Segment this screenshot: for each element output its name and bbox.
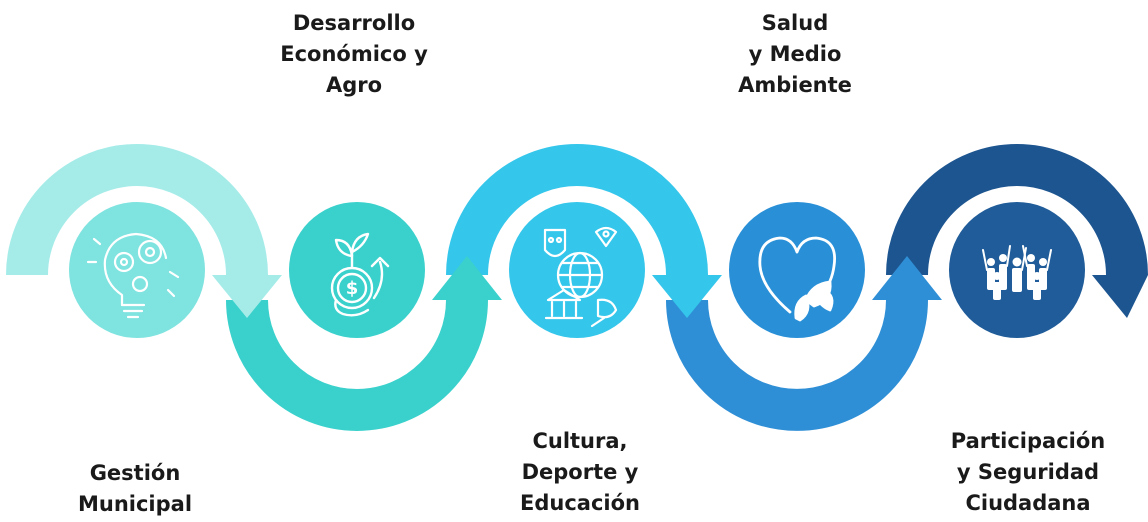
step-label-line: Deporte y (521, 460, 639, 484)
step-circle-desarrollo (289, 202, 425, 338)
flow-arc-3 (446, 144, 708, 276)
step-label-line: Cultura, (532, 429, 628, 453)
arrow-head-2 (432, 256, 502, 300)
step-label-desarrollo: Desarrollo Económico y Agro (280, 8, 428, 101)
step-label-line: Educación (520, 491, 640, 515)
step-label-salud: Salud y Medio Ambiente (738, 8, 852, 101)
svg-text:$: $ (346, 278, 359, 299)
arrow-head-3 (652, 275, 722, 318)
step-circle-gestion (69, 202, 205, 338)
step-label-line: Gestión (89, 461, 181, 485)
step-label-line: y Medio (748, 42, 842, 66)
flow-arc-5 (886, 144, 1148, 276)
step-label-line: Ciudadana (965, 491, 1091, 515)
step-label-line: Ambiente (738, 73, 852, 97)
plant-coin-growth-icon: $ (330, 232, 390, 317)
step-label-line: Agro (325, 73, 383, 97)
flow-arc-2 (226, 299, 488, 431)
step-circle-cultura (509, 202, 645, 338)
culture-globe-icon (543, 226, 618, 328)
step-label-line: Participación (950, 429, 1106, 453)
arrow-head-4 (872, 256, 942, 300)
heart-leaf-icon (758, 236, 836, 322)
step-label-line: Salud (761, 11, 829, 35)
arrow-head-1 (212, 275, 282, 318)
step-label-line: Desarrollo (292, 11, 416, 35)
step-label-line: Económico y (280, 42, 428, 66)
crowd-people-icon (982, 245, 1052, 300)
step-label-line: y Seguridad (956, 460, 1100, 484)
step-label-gestion: Gestión Municipal (78, 458, 192, 520)
arrow-head-5 (1092, 275, 1148, 318)
flow-arc-1 (6, 144, 268, 276)
lightbulb-gears-icon (86, 232, 180, 319)
flow-arc-4 (666, 299, 928, 431)
step-label-line: Municipal (77, 492, 193, 516)
step-label-participacion: Participación y Seguridad Ciudadana (951, 426, 1105, 519)
step-label-cultura: Cultura, Deporte y Educación (520, 426, 640, 519)
